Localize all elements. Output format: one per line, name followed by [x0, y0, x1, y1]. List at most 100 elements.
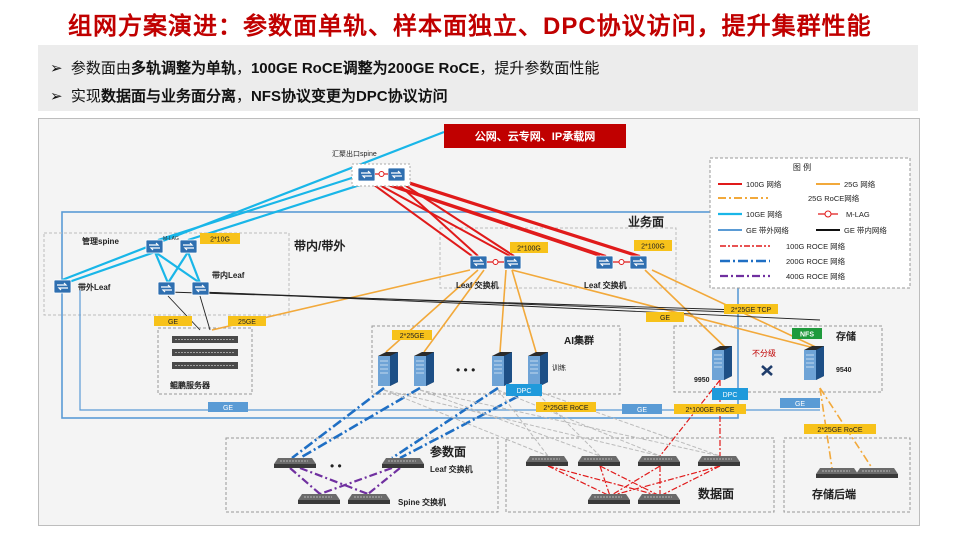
bullet-bold: 多轨调整为单轨: [130, 60, 236, 77]
bullet-bold: 数据面与业务面分离: [100, 88, 236, 105]
service-leaf-switch-3[interactable]: [595, 255, 614, 270]
agg-spine-label: 汇聚出口spine: [332, 149, 377, 158]
oob-leaf-switch[interactable]: [53, 279, 72, 294]
roce-data-links: [383, 389, 721, 457]
mgmt-group: [43, 232, 290, 316]
legend-item-100g-roce: 100G ROCE 网络: [786, 241, 846, 251]
tag-ge-4-text: GE: [637, 407, 647, 414]
kunpeng-rack-2[interactable]: [171, 348, 239, 357]
agg-spine-switch-1[interactable]: [357, 167, 376, 182]
ai-server-4[interactable]: [527, 351, 549, 387]
agg-spine-switch-2[interactable]: [387, 167, 406, 182]
storage-9950[interactable]: [711, 345, 733, 381]
param-leaf-1[interactable]: [273, 457, 317, 469]
ge-inband-links: [167, 291, 821, 331]
tag-2x25ge-roce-2-text: 2*25GE RoCE: [817, 427, 862, 434]
bullet-2: ➢ 实现数据面与业务面分离，NFS协议变更为DPC协议访问: [50, 85, 448, 106]
param-plane-label: 参数面: [430, 444, 466, 459]
tag-ge-2: [646, 312, 684, 322]
service-leaf-switch-2[interactable]: [503, 255, 522, 270]
backend-switch-2[interactable]: [855, 467, 899, 479]
kunpeng-rack-1[interactable]: [171, 335, 239, 344]
bullet-text: ，: [235, 88, 251, 105]
data-switch-6[interactable]: [637, 493, 681, 505]
data-switch-3[interactable]: [637, 455, 681, 467]
tag-2x25ge: [392, 330, 432, 340]
service-leaf-switch-4[interactable]: [629, 255, 648, 270]
spine-switch-label: Spine 交换机: [398, 497, 446, 507]
tag-ge-4: [622, 404, 662, 414]
param-plane-group: [225, 437, 499, 513]
mgmt-spine-switch-1[interactable]: [145, 239, 164, 254]
data-switch-5[interactable]: [587, 493, 631, 505]
inband-oob-region: [61, 211, 739, 419]
inband-leaf-switch-2[interactable]: [191, 281, 210, 296]
param-leaf-2[interactable]: [381, 457, 425, 469]
mlag-ring: [378, 171, 385, 177]
data-switch-2[interactable]: [577, 455, 621, 467]
model-9950: 9950: [694, 377, 710, 384]
tag-2x100g-b-text: 2*100G: [641, 244, 665, 251]
tag-2x25ge-text: 2*25GE: [400, 333, 425, 340]
service-leaf-switch-1[interactable]: [469, 255, 488, 270]
data-switch-4[interactable]: [697, 455, 741, 467]
tag-dpc-2-text: DPC: [723, 392, 738, 399]
legend-item-400g-roce: 400G ROCE 网络: [786, 271, 846, 281]
kunpeng-label: 鲲鹏服务器: [170, 380, 211, 390]
data-plane-group: [505, 437, 775, 513]
storage-group: [673, 325, 883, 393]
service-plane-label: 业务面: [628, 214, 664, 229]
tag-2x100g-a: [510, 242, 548, 253]
storage-label: 存储: [836, 330, 856, 343]
tag-nfs: [792, 328, 822, 339]
bullet-bold: NFS协议变更为DPC协议访问: [250, 88, 448, 105]
kunpeng-rack-3[interactable]: [171, 361, 239, 370]
no-tier-cross-icon: [761, 365, 773, 376]
ai-cluster-label: AI集群: [564, 334, 594, 347]
tag-2x10g-text: 2*10G: [210, 237, 230, 244]
tag-2x100g-b: [634, 240, 672, 251]
100g-roce-links: [547, 379, 721, 497]
legend-item-100g: 100G 网络: [746, 179, 782, 189]
25g-roce-backend-links: [819, 387, 873, 469]
tag-ge-1: [154, 316, 192, 326]
kunpeng-group: [157, 327, 253, 395]
param-spine-1[interactable]: [297, 493, 341, 505]
page-title: 组网方案演进：参数面单轨、样本面独立、DPC协议访问，提升集群性能: [68, 13, 872, 40]
tag-2x10g: [200, 233, 240, 244]
bullet-text: 实现: [70, 88, 101, 105]
storage-9540[interactable]: [803, 345, 825, 381]
leaf-switch-1-label: Leaf 交换机: [456, 280, 499, 290]
internet-box: [444, 124, 626, 148]
ai-cluster-group: [371, 325, 621, 395]
internet-box-label: 公网、云专网、IP承载网: [475, 129, 595, 143]
ai-server-3[interactable]: [491, 351, 513, 387]
10ge-links: [61, 130, 445, 285]
legend-item-mlag: M-LAG: [846, 210, 870, 219]
storage-backend-label: 存储后端: [812, 487, 856, 501]
legend-item-25g-roce: 25G RoCE网络: [808, 193, 860, 203]
param-spine-2[interactable]: [347, 493, 391, 505]
tag-2x100ge-roce-text: 2*100GE RoCE: [685, 407, 734, 414]
mgmt-spine-label: 管理spine: [82, 236, 119, 246]
mgmt-spine-switch-2[interactable]: [179, 239, 198, 254]
mlag-legend-icon: [824, 210, 832, 218]
leaf-switch-2-label: Leaf 交换机: [584, 280, 627, 290]
tag-2x25ge-tcp-text: 2*25GE TCP: [731, 307, 772, 314]
legend-item-25g: 25G 网络: [844, 179, 876, 189]
data-switch-1[interactable]: [525, 455, 569, 467]
tag-2x25ge-roce-1-text: 2*25GE RoCE: [543, 405, 588, 412]
param-ellipsis: • •: [330, 459, 342, 473]
inband-leaf-switch-1[interactable]: [157, 281, 176, 296]
tag-2x25ge-tcp: [724, 304, 778, 314]
ai-server-1[interactable]: [377, 351, 399, 387]
inband-leaf-label: 带内Leaf: [212, 270, 245, 280]
tag-ge-3: [208, 402, 248, 412]
tag-2x25ge-roce-1: [536, 402, 596, 412]
backend-switch-1[interactable]: [815, 467, 859, 479]
bullet-1: ➢ 参数面由多轨调整为单轨，100GE RoCE调整为200GE RoCE，提升…: [50, 57, 599, 78]
bullet-text: 参数面由: [70, 60, 131, 77]
no-tier-label: 不分级: [752, 348, 776, 358]
ai-server-2[interactable]: [413, 351, 435, 387]
